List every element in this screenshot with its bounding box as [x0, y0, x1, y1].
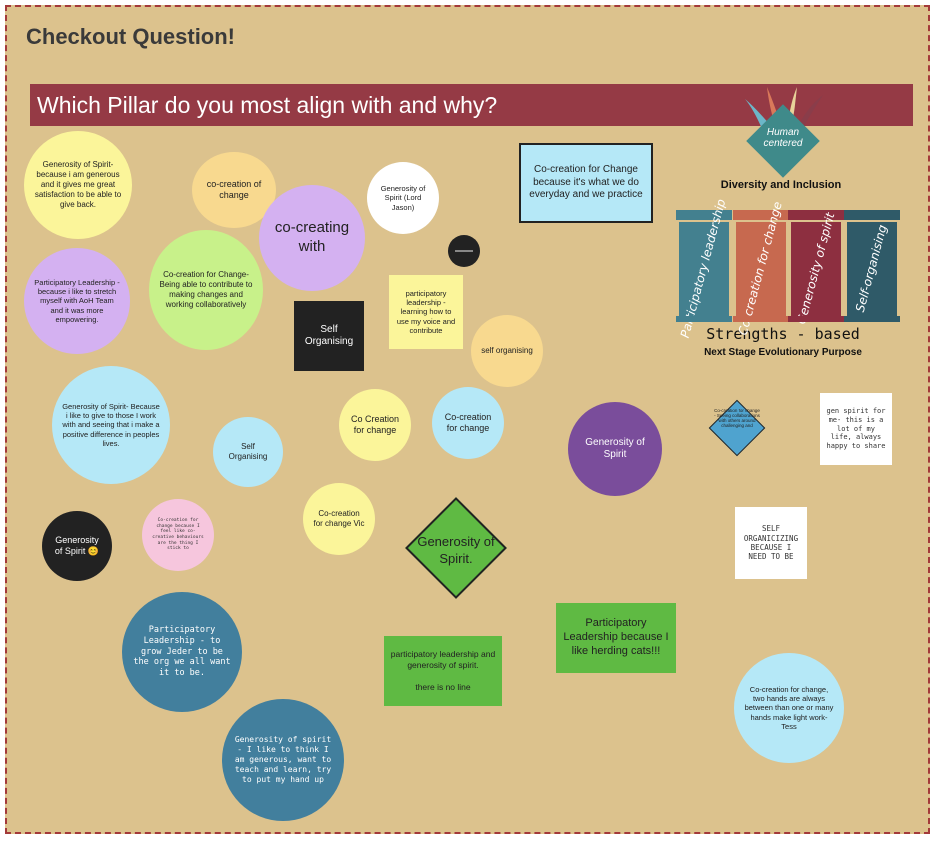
note-text: SELF ORGANICIZING BECAUSE I NEED TO BE — [743, 524, 799, 562]
badge-label: Human centered — [763, 127, 803, 149]
strengths-text: Strengths - based — [706, 325, 860, 343]
sticky-note-self-organicizing[interactable]: SELF ORGANICIZING BECAUSE I NEED TO BE — [735, 507, 807, 579]
sticky-note-participatory[interactable]: Participatory Leadership - because i lik… — [24, 248, 130, 354]
sticky-note-herding-cats[interactable]: Participatory Leadership because I like … — [556, 603, 676, 673]
diversity-text: Diversity and Inclusion — [720, 179, 842, 191]
sticky-note-co-creation-pink[interactable]: Co-creation for change because I feel li… — [142, 499, 214, 571]
note-text: Co-creation for change because I feel li… — [152, 518, 204, 552]
pillar-label: Generosity of spirit — [793, 211, 838, 327]
note-text: Participatory Leadership - to grow Jeder… — [133, 625, 231, 678]
sticky-note-co-creation-3[interactable]: Co-creation for change — [432, 387, 504, 459]
note-text: Participatory Leadership because I like … — [563, 617, 669, 657]
note-text: self organising — [481, 346, 533, 355]
note-text: Generosity of Spirit- Because i like to … — [62, 401, 160, 449]
pillar-generosity: Generosity of spirit — [788, 210, 844, 326]
note-text: Participatory Leadership - because i lik… — [34, 277, 120, 325]
note-text: Self Organising — [228, 442, 268, 461]
sticky-note-co-creation-contribute[interactable]: Co-creation for Change- Being able to co… — [149, 230, 263, 350]
note-text: Co Creation for change — [350, 413, 400, 435]
sticky-note-self-organising-3[interactable]: Self Organising — [213, 417, 283, 487]
question-banner[interactable]: Which Pillar do you most align with and … — [30, 84, 913, 126]
sticky-note-generosity-black[interactable]: Generosity of Spirit 😊 — [42, 511, 112, 581]
sticky-note-participatory-generosity[interactable]: participatory leadership and generosity … — [384, 636, 502, 706]
pillar-participatory-leadership: Participatory leadership — [676, 198, 732, 340]
pillars-logo[interactable]: Human centered Diversity and Inclusion S… — [675, 79, 915, 369]
sticky-note-self-organising-2[interactable]: self organising — [471, 315, 543, 387]
note-text: Co-creation for Change- Being able to co… — [159, 270, 253, 309]
board-title: Checkout Question! — [26, 24, 236, 49]
note-text: Generosity of Spirit- because i am gener… — [34, 160, 122, 209]
note-text-line-2: there is no line — [415, 682, 471, 693]
sticky-note-co-creation-everyday[interactable]: Co-creation for Change because it's what… — [519, 143, 653, 223]
sticky-note-self-organising[interactable]: Self Organising — [294, 301, 364, 371]
pillar-label: Self-organising — [853, 223, 890, 314]
note-text: Generosity of Spirit. — [417, 534, 495, 566]
sticky-note-generosity[interactable]: Generosity of Spirit- because i am gener… — [24, 131, 132, 239]
note-text: participatory leadership and generosity … — [390, 649, 496, 670]
sticky-note-participatory-voice[interactable]: participatory leadership - learning how … — [389, 275, 463, 349]
note-text: Generosity of spirit - I like to think I… — [234, 735, 332, 784]
sticky-note-generosity-purple[interactable]: Generosity of Spirit — [568, 402, 662, 496]
sticky-note-generosity-jason[interactable]: Generosity of Spirit (Lord Jason) — [367, 162, 439, 234]
sticky-note-generosity-difference[interactable]: Generosity of Spirit- Because i like to … — [52, 366, 170, 484]
sticky-note-co-creation-2[interactable]: Co Creation for change — [339, 389, 411, 461]
note-text: co-creation of change — [206, 178, 262, 200]
whiteboard-canvas[interactable]: Checkout Question! Which Pillar do you m… — [5, 5, 930, 834]
dash-icon — [455, 250, 473, 252]
evolutionary-text: Next Stage Evolutionary Purpose — [704, 347, 862, 358]
note-text: Generosity of Spirit — [585, 436, 645, 461]
pillar-co-creation: Co-creation for change — [733, 201, 789, 337]
sticky-note-co-creating[interactable]: co-creating with — [259, 185, 365, 291]
note-text: Co-creation for change - Seeing collabor… — [714, 409, 760, 428]
sticky-note-co-creation[interactable]: co-creation of change — [192, 152, 276, 228]
note-text: Co-creation for change, two hands are al… — [744, 684, 834, 732]
note-text: Co-creation for change — [444, 411, 492, 433]
note-text: gen spirit for me- this is a lot of my l… — [826, 407, 886, 451]
note-text: Co-creation for change Vic — [313, 509, 365, 528]
note-text: Self Organising — [304, 323, 354, 348]
sticky-note-co-creation-vic[interactable]: Co-creation for change Vic — [303, 483, 375, 555]
pillar-self-organising: Self-organising — [844, 210, 900, 322]
sticky-note-gen-spirit[interactable]: gen spirit for me- this is a lot of my l… — [820, 393, 892, 465]
note-text: co-creating with — [274, 219, 350, 255]
note-text: participatory leadership - learning how … — [396, 288, 456, 336]
sticky-note-generosity-teach[interactable]: Generosity of spirit - I like to think I… — [222, 699, 344, 821]
sticky-note-participatory-jeder[interactable]: Participatory Leadership - to grow Jeder… — [122, 592, 242, 712]
note-text: Co-creation for Change because it's what… — [529, 164, 643, 201]
sticky-note-co-creation-tess[interactable]: Co-creation for change, two hands are al… — [734, 653, 844, 763]
note-text: Generosity of Spirit (Lord Jason) — [380, 183, 426, 212]
note-text: Generosity of Spirit 😊 — [54, 534, 100, 556]
minimized-sticky[interactable] — [448, 235, 480, 267]
